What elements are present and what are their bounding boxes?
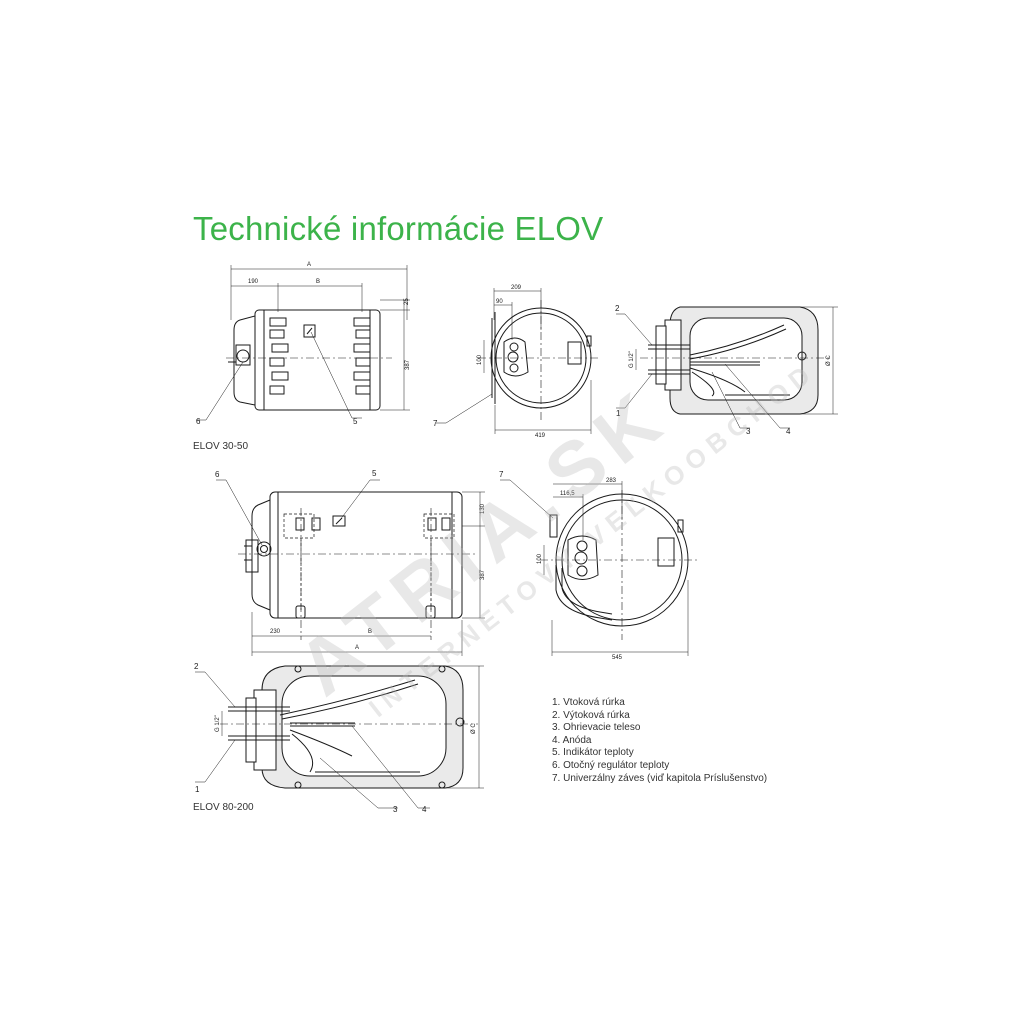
dim-116-5: 116,5 <box>560 491 575 497</box>
callout-2-large: 2 <box>194 662 199 671</box>
callout-2-small: 2 <box>615 304 620 313</box>
legend-item-heating-element: 3. Ohrievacie teleso <box>552 722 641 734</box>
callout-3-large: 3 <box>393 805 398 814</box>
callout-4-small: 4 <box>786 427 791 436</box>
callout-4-large: 4 <box>422 805 427 814</box>
legend-item-outlet-pipe: 2. Výtoková rúrka <box>552 709 630 721</box>
callout-6: 6 <box>196 417 201 426</box>
small-side-view: A 190 B 25 387 <box>196 262 411 426</box>
dim-419: 419 <box>535 433 546 439</box>
dim-oc-small: Ø C <box>826 355 832 366</box>
parts-legend: 1. Vtoková rúrka 2. Výtoková rúrka 3. Oh… <box>552 697 767 785</box>
dim-b-large: B <box>368 629 372 635</box>
large-section-view: Ø C G 1/2" 2 1 3 4 <box>194 662 484 814</box>
legend-item-thermostat-knob: 6. Otočný regulátor teploty <box>552 759 670 771</box>
dim-545: 545 <box>612 655 623 661</box>
dim-a: A <box>307 262 311 268</box>
dim-387: 387 <box>405 359 411 370</box>
dim-25: 25 <box>404 298 410 305</box>
callout-5-large: 5 <box>372 469 377 478</box>
dim-387-large: 387 <box>480 569 486 580</box>
small-front-view: 209 90 100 419 7 <box>433 285 600 439</box>
small-section-view: Ø C G 1/2" 2 1 3 4 <box>615 304 838 436</box>
callout-6-large: 6 <box>215 470 220 479</box>
callout-1-large: 1 <box>195 785 200 794</box>
legend-item-inlet-pipe: 1. Vtoková rúrka <box>552 697 625 708</box>
dim-100-large: 100 <box>537 553 543 564</box>
dim-283: 283 <box>606 478 617 484</box>
dim-190: 190 <box>248 279 259 285</box>
dim-209: 209 <box>511 285 522 291</box>
legend-item-universal-bracket: 7. Univerzálny záves (viď kapitola Prísl… <box>552 772 768 784</box>
callout-5: 5 <box>353 417 358 426</box>
dim-a-large: A <box>355 645 359 651</box>
large-side-view: 130 387 230 B A 6 5 <box>215 469 486 656</box>
callout-1-small: 1 <box>616 409 621 418</box>
dim-b: B <box>316 279 320 285</box>
dim-230: 230 <box>270 629 281 635</box>
dim-90: 90 <box>496 299 503 305</box>
callout-7: 7 <box>433 419 438 428</box>
dim-100: 100 <box>477 354 483 365</box>
dim-g12-large: G 1/2" <box>215 715 221 732</box>
legend-item-anode: 4. Anóda <box>552 734 592 746</box>
callout-7-large: 7 <box>499 470 504 479</box>
caption-elov-30-50: ELOV 30-50 <box>193 441 249 452</box>
callout-3-small: 3 <box>746 427 751 436</box>
page-title: Technické informácie ELOV <box>193 210 604 247</box>
large-front-view: 283 116,5 100 545 7 <box>499 470 700 661</box>
caption-elov-80-200: ELOV 80-200 <box>193 802 254 813</box>
legend-item-temperature-indicator: 5. Indikátor teploty <box>552 747 634 759</box>
dim-130: 130 <box>480 503 486 514</box>
watermark-brand: ATRIA.SK <box>281 370 684 712</box>
dim-g12-small: G 1/2" <box>629 351 635 368</box>
dim-oc-large: Ø C <box>471 723 477 734</box>
